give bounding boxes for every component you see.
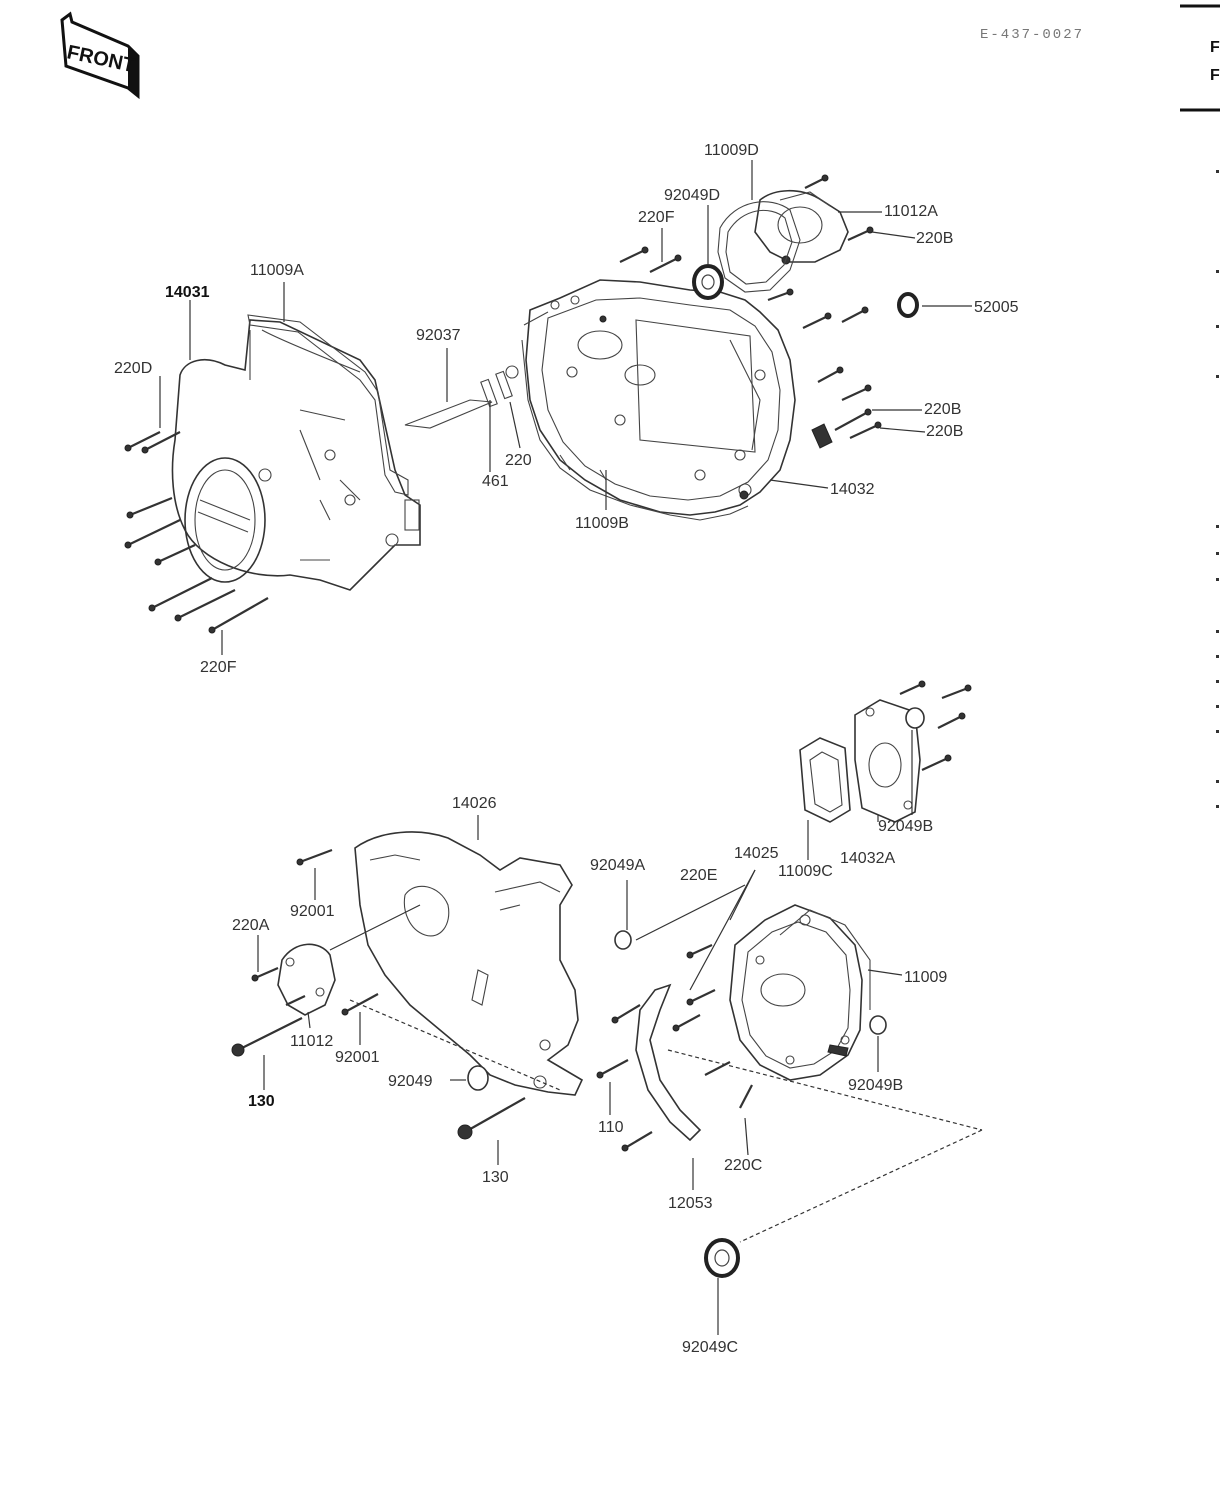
leader-lines [159, 160, 983, 1335]
generator-cover-14031 [171, 319, 421, 591]
label-92001-b: 92001 [335, 1049, 380, 1066]
label-92049A: 92049A [590, 857, 645, 874]
label-12053: 12053 [668, 1195, 713, 1212]
label-92049D: 92049D [664, 187, 720, 204]
label-11009A: 11009A [250, 262, 304, 279]
label-220E: 220E [680, 867, 717, 884]
plug-52005 [897, 292, 919, 318]
washer-92049B-low [869, 1015, 887, 1035]
dowel-line [329, 904, 421, 951]
washer-92049 [467, 1065, 489, 1091]
right-edge-glyph-1: F [1210, 39, 1220, 56]
label-11009C: 11009C [778, 863, 833, 880]
label-220-mid: 220 [505, 452, 532, 469]
label-11009: 11009 [904, 969, 947, 986]
label-92037: 92037 [416, 327, 461, 344]
washer-92049A [614, 930, 632, 950]
label-130-b: 130 [482, 1169, 509, 1186]
label-220C: 220C [724, 1157, 762, 1174]
label-92001-a: 92001 [290, 903, 335, 920]
bolts-bottom-left [231, 848, 526, 1140]
label-11009D: 11009D [704, 142, 759, 159]
figure-ref-code: E-437-0027 [980, 27, 1084, 43]
label-11012: 11012 [290, 1033, 333, 1050]
gasket-11009C [799, 737, 851, 823]
label-14026: 14026 [452, 795, 497, 812]
front-badge: FRONT [60, 11, 140, 100]
label-220B-right-1: 220B [924, 401, 961, 418]
label-220F-left: 220F [200, 659, 237, 676]
label-14031: 14031 [165, 284, 210, 301]
label-110: 110 [598, 1119, 624, 1136]
right-edge-margin: F F [1180, 4, 1220, 808]
cap-11012 [277, 943, 336, 1016]
label-220B-top: 220B [916, 230, 953, 247]
label-130-a: 130 [248, 1093, 275, 1110]
right-edge-glyph-2: F [1210, 67, 1220, 84]
bolts-220D-left [124, 431, 181, 454]
label-11009B: 11009B [575, 515, 629, 532]
gasket-11009 [779, 909, 871, 1010]
bolts-220F-left [124, 496, 269, 634]
label-14025: 14025 [734, 845, 779, 862]
label-14032A: 14032A [840, 850, 895, 867]
clip-14032 [811, 423, 833, 449]
label-92049: 92049 [388, 1073, 433, 1090]
gasket-11009A [247, 314, 409, 496]
label-11012A: 11012A [884, 203, 938, 220]
label-52005: 52005 [974, 299, 1019, 316]
label-14032: 14032 [830, 481, 875, 498]
label-92049B-top: 92049B [878, 818, 933, 835]
label-220F-top: 220F [638, 209, 675, 226]
cover-14032A [854, 699, 921, 823]
seal-92049C [704, 1238, 740, 1278]
washer-92049B-top [905, 707, 925, 729]
bolts-14032A [899, 680, 972, 771]
clutch-cover-14032 [525, 279, 796, 516]
label-92049B-low: 92049B [848, 1077, 903, 1094]
gasket-11009D [717, 201, 801, 293]
label-461: 461 [482, 473, 509, 490]
bolts-bottom-right [596, 943, 753, 1152]
label-220D-left: 220D [114, 360, 152, 377]
gasket-11009B [521, 311, 749, 521]
label-220B-right-2: 220B [926, 423, 963, 440]
seal-92049D [692, 264, 724, 300]
bracket-12053 [635, 983, 702, 1142]
crank-cover-14026 [354, 831, 584, 1096]
cover-14025 [729, 904, 863, 1081]
part-labels: 11009D 92049D 220F 11012A 220B 52005 220… [114, 142, 1019, 1356]
bolts-220-top [619, 174, 882, 439]
label-92049C: 92049C [682, 1339, 738, 1356]
plate-92037 [404, 365, 519, 429]
label-220A: 220A [232, 917, 270, 934]
